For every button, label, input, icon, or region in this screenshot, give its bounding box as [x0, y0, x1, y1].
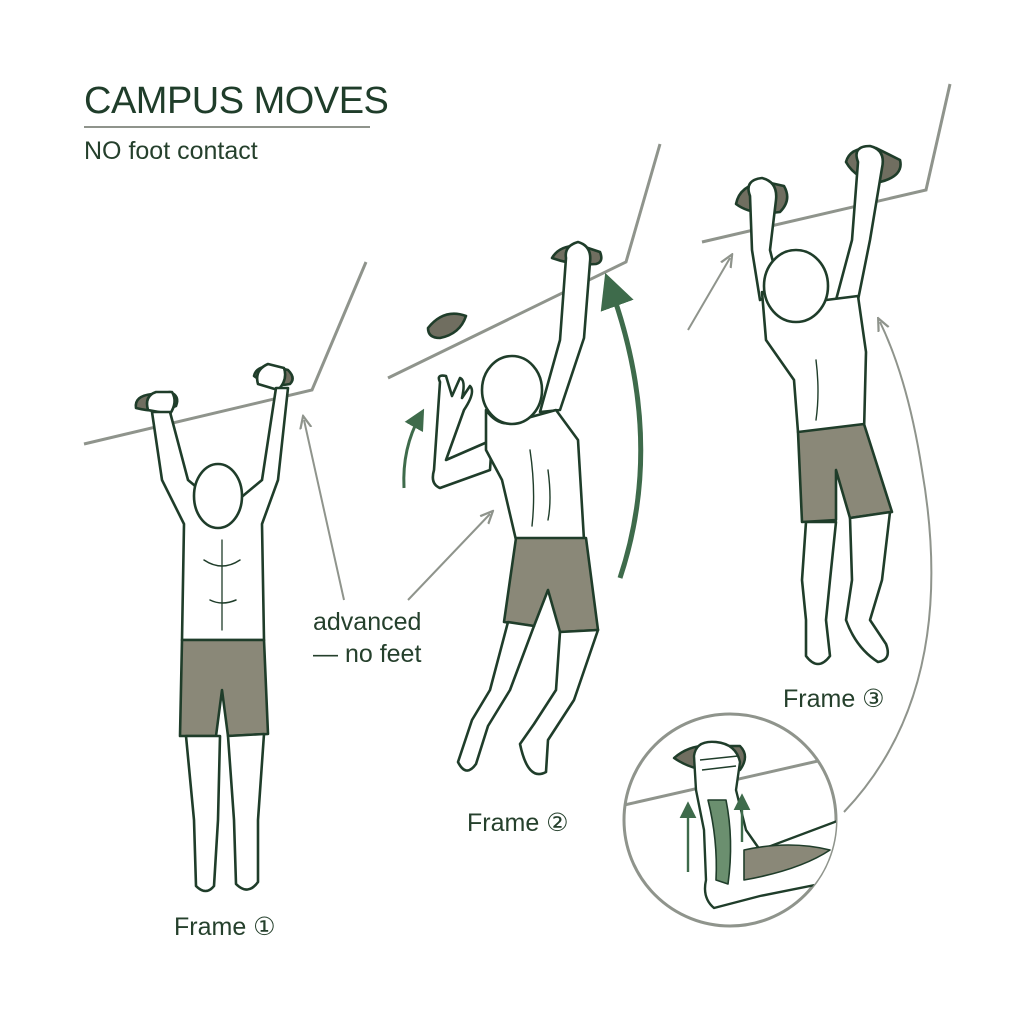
muscle-highlight — [743, 844, 831, 881]
page-title: CAMPUS MOVES — [84, 80, 389, 122]
muscle-highlight — [707, 799, 732, 885]
climber-figure-1 — [134, 362, 294, 893]
shorts — [502, 536, 600, 634]
climber-figure-2 — [426, 240, 603, 776]
wall-edge-2 — [387, 143, 662, 380]
pointer-line — [687, 258, 730, 331]
frame-label-1: Frame ① — [174, 913, 276, 941]
shorts — [178, 638, 270, 738]
wall-edge-1 — [83, 261, 368, 446]
annotation-line-2: — no feet — [313, 640, 422, 668]
climber-figure-3 — [734, 144, 902, 666]
annotation-line-1: advanced — [313, 608, 422, 636]
pointer-line — [407, 514, 490, 601]
page-subtitle: NO foot contact — [84, 137, 258, 165]
title-underline — [84, 126, 370, 128]
wall-edge-3 — [701, 83, 952, 244]
frame-label-2: Frame ② — [467, 809, 569, 837]
pointer-line — [843, 322, 933, 813]
pointer-line — [304, 420, 345, 601]
hold-icon — [426, 312, 468, 340]
frame-label-3: Frame ③ — [783, 685, 885, 713]
forearm-detail-inset — [622, 712, 838, 928]
shorts — [796, 422, 894, 524]
pull-motion-arrow — [600, 272, 644, 579]
reach-motion-arrow — [402, 408, 425, 489]
